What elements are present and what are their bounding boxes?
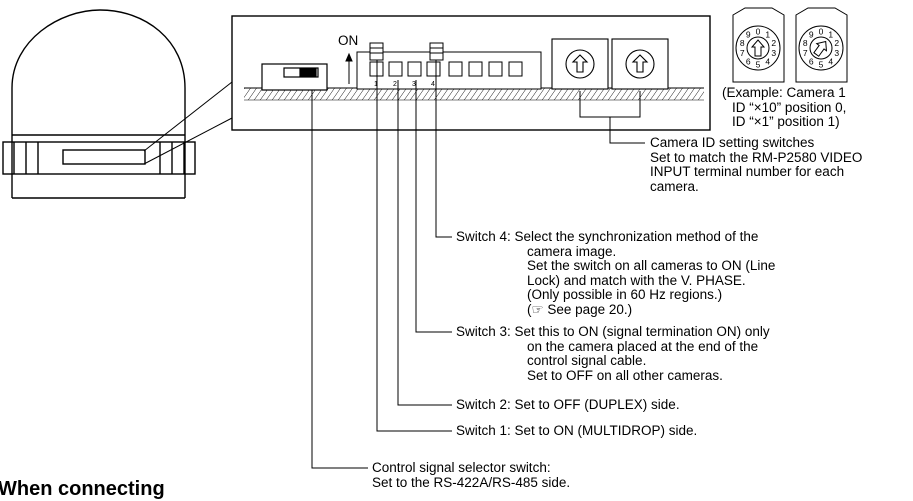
dial-number: 1 <box>765 30 770 40</box>
camera-id-line-2: Set to match the RM-P2580 VIDEO <box>650 149 863 165</box>
dial-number: 6 <box>809 56 814 66</box>
example-dial-x10 <box>732 7 785 83</box>
example-dial-x1 <box>795 7 848 83</box>
switch3-line-1: Switch 3: Set this to ON (signal termina… <box>456 324 770 339</box>
rotary-switch-x1 <box>611 38 669 90</box>
dial-number: 4 <box>828 56 833 66</box>
dial-number: 1 <box>828 30 833 40</box>
zoom-callout-lines <box>143 81 233 165</box>
selector-line-2: Set to the RS-422A/RS-485 side. <box>372 474 571 490</box>
dial-number: 0 <box>819 27 824 37</box>
camera-id-line-1: Camera ID setting switches <box>650 135 815 150</box>
switch2-label: Switch 2: Set to OFF (DUPLEX) side. <box>456 397 680 412</box>
switch4-line-5: (Only possible in 60 Hz regions.) <box>527 287 723 302</box>
dial-number: 7 <box>740 48 745 58</box>
dial-number: 6 <box>746 56 751 66</box>
dial-number: 4 <box>765 56 770 66</box>
camera-id-line-4: camera. <box>650 178 699 194</box>
camera-id-line-3: INPUT terminal number for each <box>650 164 845 179</box>
example-line-1: (Example: Camera 1 <box>722 85 846 100</box>
example-line-3: ID “×1” position 1) <box>732 114 840 129</box>
svg-text:3: 3 <box>412 81 416 88</box>
dial-number: 8 <box>740 38 745 48</box>
switch4-line-4: Lock) and match with the V. PHASE. <box>527 272 746 288</box>
on-label: ON <box>338 33 359 48</box>
selector-line-1: Control signal selector switch: <box>372 460 551 475</box>
dial-number: 9 <box>746 30 751 40</box>
dial-number: 7 <box>803 48 808 58</box>
dip-switch-block: 1 2 3 4 <box>356 42 542 90</box>
control-signal-selector-switch <box>261 63 328 91</box>
dial-number: 2 <box>834 38 839 48</box>
selector-label: Control signal selector switch: Set to t… <box>372 460 571 490</box>
example-line-2: ID “×10” position 0, <box>732 99 847 115</box>
switch3-line-4: Set to OFF on all other cameras. <box>527 367 723 383</box>
example-note: (Example: Camera 1 ID “×10” position 0, … <box>722 85 847 130</box>
switch3-label: Switch 3: Set this to ON (signal termina… <box>456 324 770 383</box>
switch4-line-3: Set the switch on all cameras to ON (Lin… <box>527 258 776 273</box>
svg-text:1: 1 <box>374 81 378 88</box>
switch4-line-6: (☞ See page 20.) <box>527 301 633 317</box>
dial-number: 3 <box>771 48 776 58</box>
leader-lines <box>311 60 645 469</box>
dial-number: 5 <box>756 60 761 70</box>
switch4-line-2: camera image. <box>527 243 617 259</box>
dial-number: 3 <box>834 48 839 58</box>
svg-text:4: 4 <box>431 81 435 88</box>
dial-number: 5 <box>819 60 824 70</box>
dial-number: 8 <box>803 38 808 48</box>
switch3-line-3: control signal cable. <box>527 353 647 368</box>
dial-number: 0 <box>756 27 761 37</box>
on-arrow <box>345 52 353 84</box>
dial-number: 9 <box>809 30 814 40</box>
camera-id-label: Camera ID setting switches Set to match … <box>650 135 863 194</box>
section-heading: When connecting <box>0 478 165 500</box>
switch3-line-2: on the camera placed at the end of the <box>527 338 759 354</box>
svg-text:2: 2 <box>393 81 397 88</box>
rotary-switch-x10 <box>551 38 609 90</box>
switch4-line-1: Switch 4: Select the synchronization met… <box>456 229 759 244</box>
switch1-label: Switch 1: Set to ON (MULTIDROP) side. <box>456 423 698 438</box>
camera-housing <box>2 9 196 199</box>
switch4-label: Switch 4: Select the synchronization met… <box>456 229 776 317</box>
dial-number: 2 <box>771 38 776 48</box>
